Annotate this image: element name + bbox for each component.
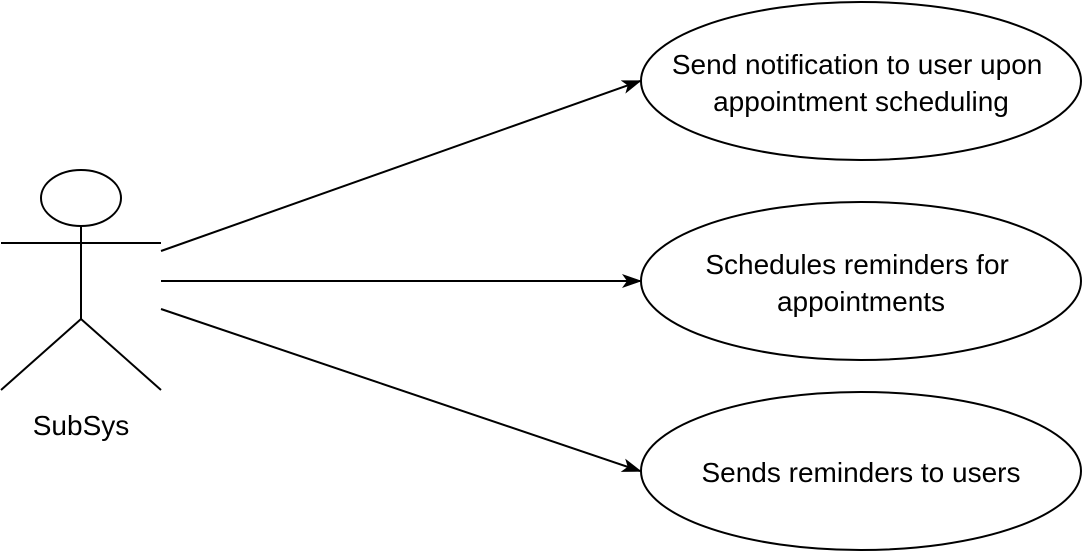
use-case-ellipse xyxy=(640,391,1082,551)
stick-figure-icon xyxy=(0,169,162,391)
use-case-label: Schedules reminders for appointments xyxy=(705,249,1016,317)
association-arrow-1 xyxy=(160,80,642,252)
use-case-ellipse xyxy=(640,201,1082,361)
actor-label: SubSys xyxy=(33,410,130,441)
use-case-label-line: appointments xyxy=(777,286,945,317)
actor-head xyxy=(40,169,122,227)
actor-left-leg xyxy=(0,318,82,391)
actor[interactable]: SubSys xyxy=(0,169,162,441)
actor-right-leg xyxy=(80,318,162,391)
use-case-label-line: Send notification to user upon xyxy=(672,49,1042,80)
use-case-2[interactable]: Schedules reminders for appointments xyxy=(640,201,1082,361)
use-case-label: Sends reminders to users xyxy=(701,457,1020,488)
use-case-label-line: appointment scheduling xyxy=(713,86,1009,117)
use-case-label-line: Sends reminders to users xyxy=(701,457,1020,488)
use-case-1[interactable]: Send notification to user upon appointme… xyxy=(640,1,1082,161)
use-case-label-line: Schedules reminders for xyxy=(705,249,1008,280)
use-case-ellipse xyxy=(640,1,1082,161)
association-arrow-3 xyxy=(160,308,642,472)
use-case-label: Send notification to user upon appointme… xyxy=(672,49,1050,117)
use-case-3[interactable]: Sends reminders to users xyxy=(640,391,1082,551)
